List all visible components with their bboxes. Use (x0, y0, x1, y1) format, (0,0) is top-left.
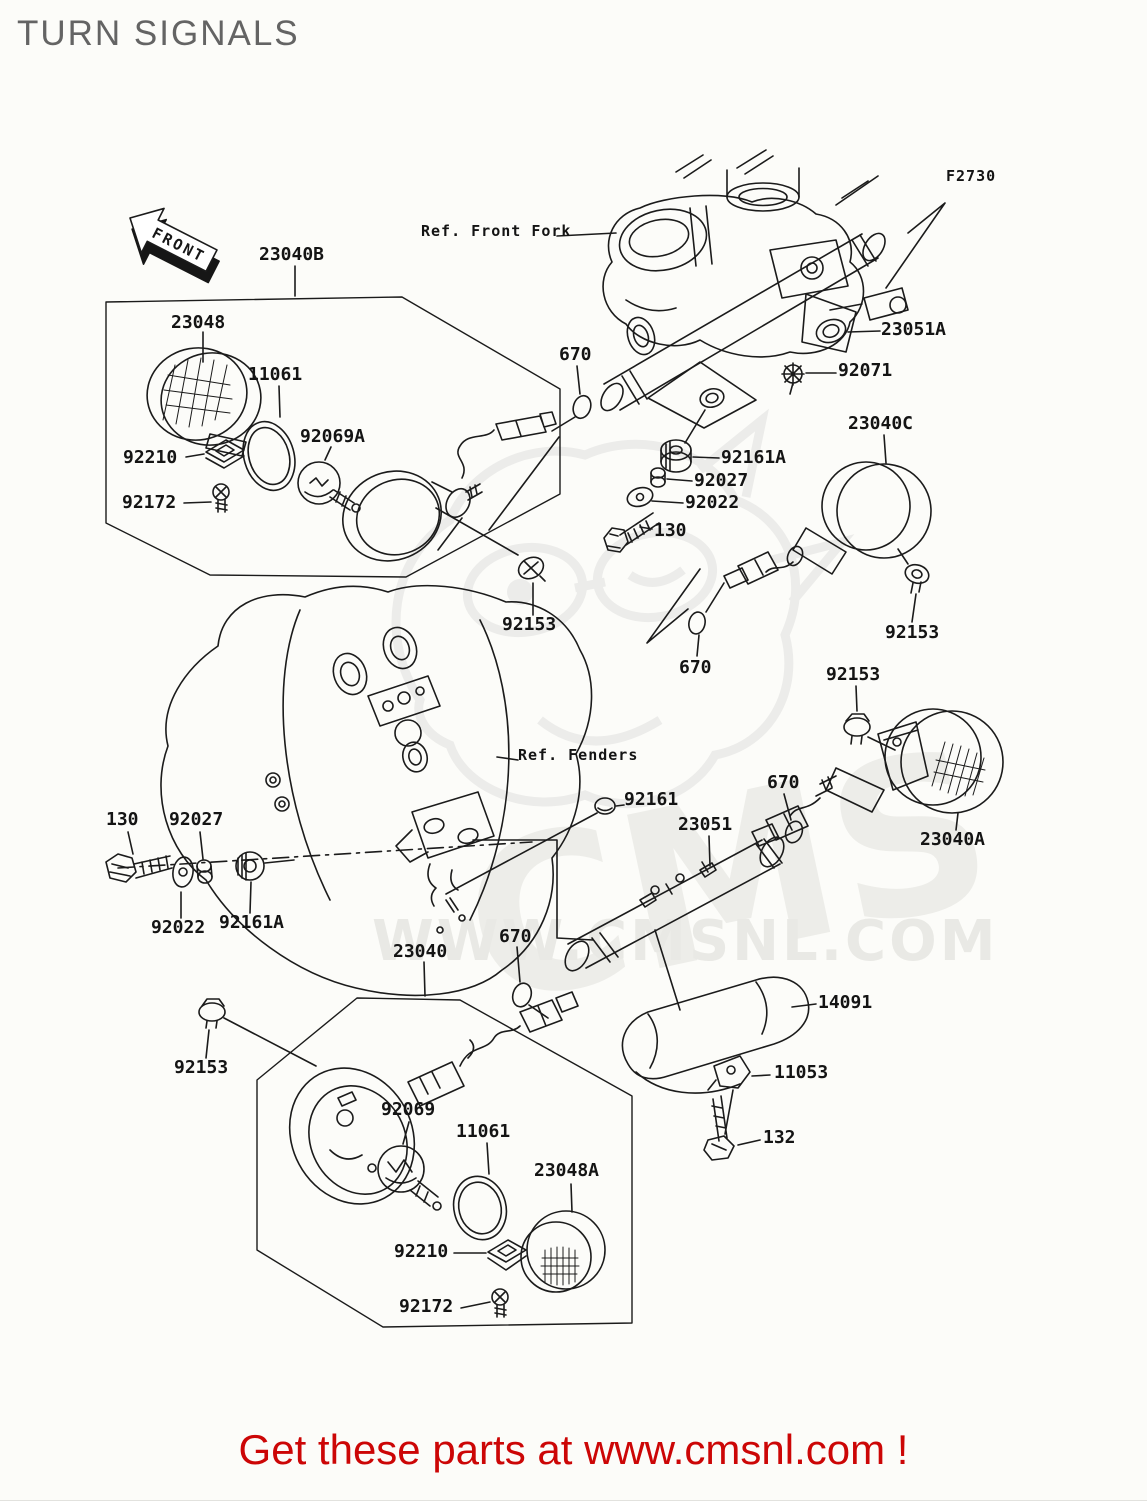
part-92153-nut-d (198, 998, 317, 1067)
part-label-92161: 92161 (624, 789, 679, 810)
part-92153-screw-a (435, 507, 546, 616)
part-132-bolt (703, 1095, 761, 1161)
center-fastener-stack (603, 439, 720, 553)
part-11061-gasket-b (452, 1142, 508, 1241)
part-label-92071: 92071 (838, 360, 893, 381)
turn-signal-body-front (341, 411, 557, 562)
cover-14091-group (621, 976, 817, 1161)
watermark-url-text: WWW.CMSNL.COM (372, 909, 998, 974)
part-92153-rivet-b (897, 548, 930, 623)
part-label-11053: 11053 (774, 1062, 829, 1083)
part-92069a-bulb (297, 446, 361, 513)
leader-ref-front-fork (556, 232, 617, 237)
footer-promo-text: Get these parts at www.cmsnl.com ! (238, 1426, 909, 1473)
part-92210-clip (185, 439, 245, 469)
part-label-92153-a: 92153 (502, 614, 557, 635)
ref-label-fenders: Ref. Fenders (518, 746, 639, 764)
ref-label-front-fork: Ref. Front Fork (421, 222, 572, 240)
part-label-23051a: 23051A (881, 319, 947, 340)
figure-code: F2730 (946, 167, 997, 185)
part-label-23051: 23051 (678, 814, 733, 835)
part-label-92153-d: 92153 (174, 1057, 229, 1078)
part-92161-grommet (445, 797, 625, 895)
part-label-23040a: 23040A (920, 829, 986, 850)
part-label-92069a: 92069A (300, 426, 366, 447)
turn-signal-23040a (751, 685, 1004, 847)
bracket-tube-23051 (564, 835, 785, 1011)
part-label-14091: 14091 (818, 992, 873, 1013)
part-92022-washer-a (626, 486, 684, 508)
part-label-130-a: 130 (654, 520, 687, 541)
part-92210-clip-b (453, 1239, 527, 1271)
part-label-92210-a: 92210 (123, 447, 178, 468)
leader-ref-fenders (496, 756, 519, 761)
cms-watermark: CMS WWW.CMSNL.COM (372, 408, 1012, 1055)
front-direction-arrow: FRONT (129, 207, 220, 284)
part-label-23040b: 23040B (259, 244, 325, 265)
assembly-box-23040b (105, 265, 592, 616)
part-label-92161a-a: 92161A (721, 447, 787, 468)
part-670-oring-b (646, 568, 725, 657)
turn-signal-23040c (646, 434, 932, 657)
part-label-92172-b: 92172 (399, 1296, 454, 1317)
part-label-92022-a: 92022 (685, 492, 740, 513)
part-92071-screw (781, 362, 837, 395)
part-label-92153-b: 92153 (885, 622, 940, 643)
part-label-23040: 23040 (393, 941, 448, 962)
part-label-670-a: 670 (559, 344, 592, 365)
part-92022-washer-b (172, 856, 194, 919)
part-label-670-d: 670 (499, 926, 532, 947)
part-label-670-b: 670 (679, 657, 712, 678)
part-label-92027-a: 92027 (694, 470, 749, 491)
part-92027-collar-a (650, 467, 693, 488)
part-label-92153-c: 92153 (826, 664, 881, 685)
left-fastener-row (105, 831, 295, 919)
part-label-92069: 92069 (381, 1099, 436, 1120)
front-fork-assembly (556, 149, 946, 444)
leader-23051a (847, 330, 881, 333)
part-label-11061-a: 11061 (248, 364, 303, 385)
part-92161a-grommet-a (660, 439, 720, 473)
part-label-92022-b: 92022 (151, 917, 206, 938)
turn-signal-body-rear (288, 991, 579, 1205)
part-label-130-b: 130 (106, 809, 139, 830)
part-label-11061-b: 11061 (456, 1121, 511, 1142)
part-label-92210-b: 92210 (394, 1241, 449, 1262)
part-label-132: 132 (763, 1127, 796, 1148)
part-label-92172-a: 92172 (122, 492, 177, 513)
part-label-92161a-b: 92161A (219, 912, 285, 933)
part-label-670-c: 670 (767, 772, 800, 793)
part-23048a-lens (520, 1183, 606, 1293)
part-92172-screw-b (460, 1288, 509, 1318)
part-130-bolt-b (105, 831, 173, 883)
part-130-bolt-a (603, 512, 660, 553)
part-92172-screw (183, 483, 230, 513)
figure-view-arrow (885, 202, 946, 289)
ref-fenders-drawing (117, 584, 625, 997)
part-label-23048a: 23048A (534, 1160, 600, 1181)
part-11061-gasket (242, 385, 296, 492)
part-label-23048: 23048 (171, 312, 226, 333)
part-92153-nut-c (843, 685, 896, 751)
part-92027-collar-b (196, 831, 213, 884)
part-670-oring-c (783, 793, 804, 844)
page-title: TURN SIGNALS (17, 14, 300, 53)
part-label-23040c: 23040C (848, 413, 914, 434)
part-670-oring-a (551, 365, 592, 432)
part-92069-bulb (377, 1121, 442, 1211)
part-11053-bracket (707, 1055, 771, 1135)
part-23048-lens (146, 331, 262, 457)
part-92161a-grommet-b (235, 851, 295, 914)
part-label-92027-b: 92027 (169, 809, 224, 830)
assembly-box-23040 (198, 946, 633, 1328)
